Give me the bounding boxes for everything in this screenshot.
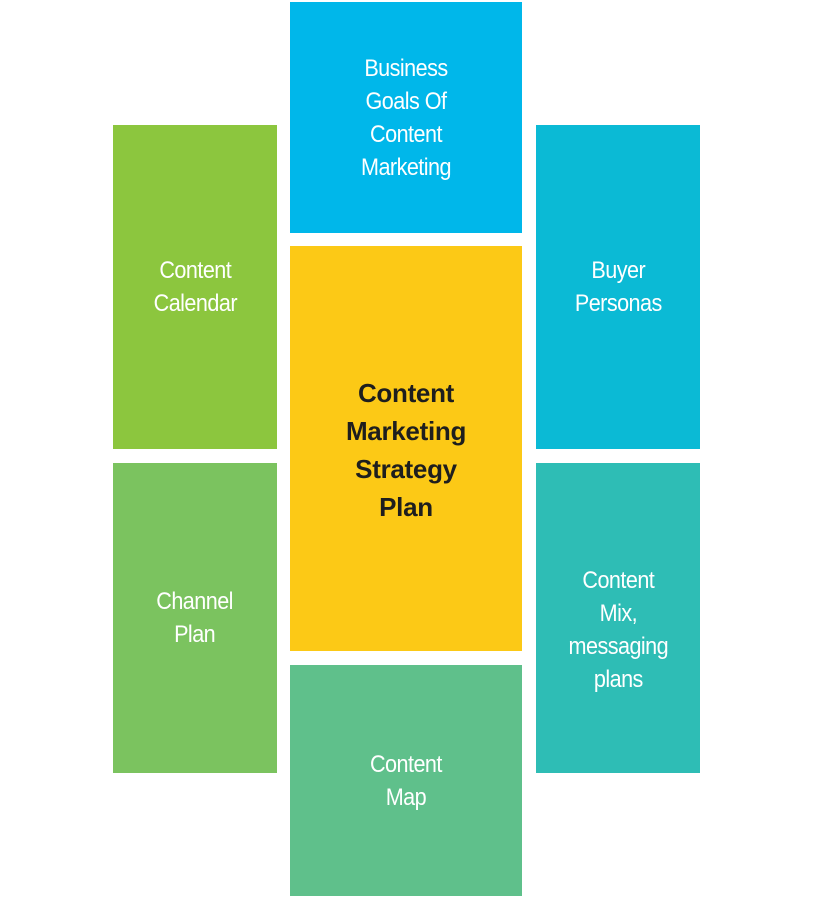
label-channel-plan: Channel Plan bbox=[156, 588, 234, 648]
box-content-marketing-strategy-plan: Content Marketing Strategy Plan bbox=[290, 246, 522, 651]
box-business-goals: Business Goals Of Content Marketing bbox=[290, 2, 522, 233]
box-channel-plan: Channel Plan bbox=[113, 463, 277, 773]
label-business-goals: Business Goals Of Content Marketing bbox=[360, 54, 452, 181]
box-buyer-personas: Buyer Personas bbox=[536, 125, 700, 449]
label-buyer-personas: Buyer Personas bbox=[574, 257, 662, 317]
box-content-calendar: Content Calendar bbox=[113, 125, 277, 449]
label-center: Content Marketing Strategy Plan bbox=[345, 378, 467, 522]
box-content-mix: Content Mix, messaging plans bbox=[536, 463, 700, 773]
label-content-map: Content Map bbox=[370, 750, 442, 811]
label-content-mix: Content Mix, messaging plans bbox=[568, 567, 668, 693]
label-content-calendar: Content Calendar bbox=[153, 257, 237, 317]
box-content-map: Content Map bbox=[290, 665, 522, 896]
